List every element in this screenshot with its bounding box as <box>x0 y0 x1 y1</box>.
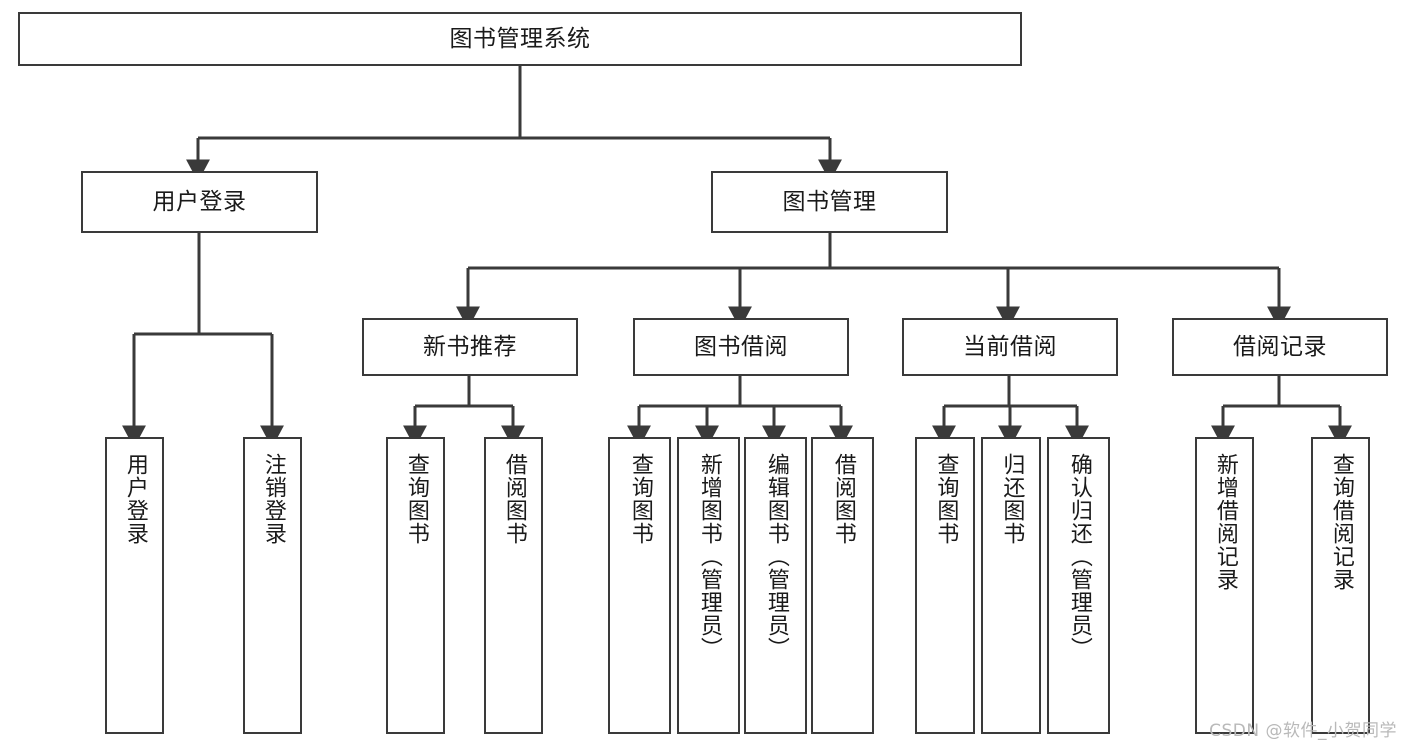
leaf-new-book-borrow[interactable]: 借阅图书 <box>484 437 543 734</box>
leaf-borrow-record-query[interactable]: 查询借阅记录 <box>1311 437 1370 734</box>
node-label: 查询图书 <box>627 453 653 545</box>
leaf-borrow-record-add[interactable]: 新增借阅记录 <box>1195 437 1254 734</box>
node-current-borrow[interactable]: 当前借阅 <box>902 318 1118 376</box>
node-label: 借阅图书 <box>501 453 527 545</box>
leaf-new-book-query[interactable]: 查询图书 <box>386 437 445 734</box>
node-label: 用户登录 <box>122 453 148 545</box>
node-label: 借阅记录 <box>1233 333 1327 360</box>
node-label: 查询图书 <box>933 453 959 545</box>
node-label: 注销登录 <box>260 453 286 545</box>
leaf-current-borrow-query[interactable]: 查询图书 <box>915 437 975 734</box>
node-label: 用户登录 <box>152 188 247 215</box>
node-label: 借阅图书 <box>830 453 856 545</box>
node-label: 新增图书（管理员） <box>696 453 722 660</box>
leaf-current-borrow-confirm[interactable]: 确认归还（管理员） <box>1047 437 1110 734</box>
node-label: 新书推荐 <box>423 333 517 360</box>
leaf-current-borrow-return[interactable]: 归还图书 <box>981 437 1041 734</box>
leaf-book-borrow-borrow[interactable]: 借阅图书 <box>811 437 874 734</box>
leaf-book-borrow-add[interactable]: 新增图书（管理员） <box>677 437 740 734</box>
node-book-borrow[interactable]: 图书借阅 <box>633 318 849 376</box>
node-label: 编辑图书（管理员） <box>763 453 789 660</box>
node-label: 确认归还（管理员） <box>1066 453 1092 660</box>
node-user-login[interactable]: 用户登录 <box>81 171 318 233</box>
node-label: 图书借阅 <box>694 333 788 360</box>
node-label: 归还图书 <box>999 453 1025 545</box>
watermark-text: CSDN @软件_小贺同学 <box>1209 721 1397 741</box>
node-label: 当前借阅 <box>963 333 1057 360</box>
node-label: 查询图书 <box>403 453 429 545</box>
leaf-book-borrow-query[interactable]: 查询图书 <box>608 437 671 734</box>
node-new-book-recommend[interactable]: 新书推荐 <box>362 318 578 376</box>
leaf-book-borrow-edit[interactable]: 编辑图书（管理员） <box>744 437 807 734</box>
leaf-user-login-signin[interactable]: 用户登录 <box>105 437 164 734</box>
node-book-management[interactable]: 图书管理 <box>711 171 948 233</box>
node-label: 图书管理系统 <box>449 25 591 52</box>
node-label: 新增借阅记录 <box>1212 453 1238 591</box>
node-borrow-record[interactable]: 借阅记录 <box>1172 318 1388 376</box>
node-label: 图书管理 <box>782 188 877 215</box>
leaf-user-login-signout[interactable]: 注销登录 <box>243 437 302 734</box>
node-label: 查询借阅记录 <box>1328 453 1354 591</box>
node-root-system[interactable]: 图书管理系统 <box>18 12 1022 66</box>
